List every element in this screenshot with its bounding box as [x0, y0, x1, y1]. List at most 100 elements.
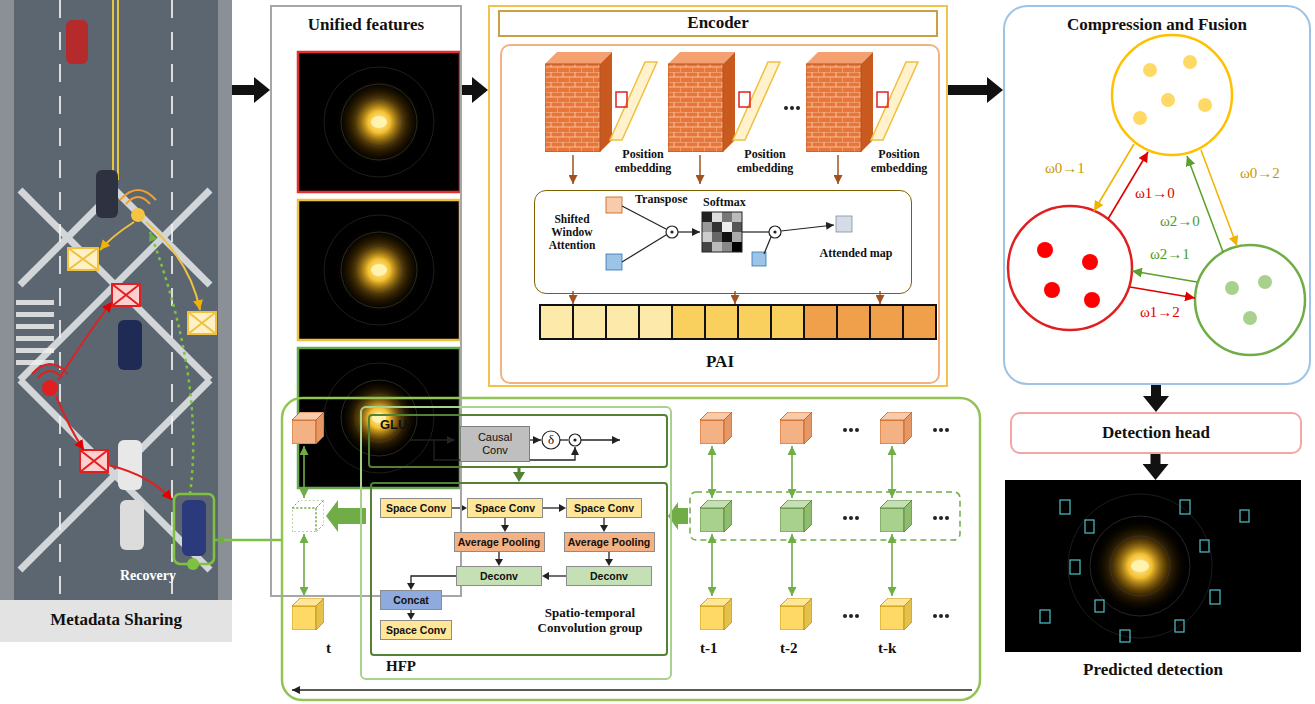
road-scene	[188, 312, 216, 334]
time-label: t-k	[878, 640, 896, 657]
encoder-graphics	[739, 92, 750, 107]
hfp-graphics	[855, 516, 859, 520]
causal-conv-box: Causal Conv	[460, 426, 530, 462]
encoder-graphics	[545, 52, 612, 152]
encoder-graphics	[806, 52, 873, 152]
road-scene	[16, 348, 54, 353]
fusion-graph	[1183, 55, 1197, 69]
encoder-graphics	[837, 305, 870, 339]
feature-maps	[341, 84, 417, 160]
node-text: Space Conv	[386, 624, 446, 636]
node-text: GLU	[380, 418, 407, 433]
attention-box: Shifted Window AttentionTransposeSoftmax…	[534, 190, 912, 294]
weight-label: ω2→0	[1160, 213, 1200, 230]
encoder-graphics	[616, 92, 627, 107]
road-scene	[112, 284, 140, 306]
encoder-graphics	[705, 305, 738, 339]
encoder-graphics	[622, 206, 666, 229]
node-text: Compression and Fusion	[1005, 15, 1309, 35]
hfp-graphics	[780, 598, 812, 630]
hfp-graphics	[891, 534, 893, 596]
fusion-graph	[1130, 287, 1195, 298]
conv-box: Space Conv	[566, 498, 642, 518]
encoder-graphics	[781, 225, 834, 231]
hfp-graphics	[945, 428, 949, 432]
conv-box: Deconv	[456, 566, 542, 586]
encoder-graphics	[877, 92, 888, 107]
node-text: Space Conv	[574, 502, 634, 514]
hfp-graphics	[292, 412, 324, 444]
encoder-graphics	[879, 291, 881, 304]
road-scene	[120, 500, 144, 550]
hfp-graphics	[303, 534, 305, 596]
encoder-graphics	[573, 305, 606, 339]
hfp-graphics	[843, 614, 847, 618]
encoder-graphics	[699, 155, 701, 184]
hfp-graphics	[939, 614, 943, 618]
detection-map	[1180, 500, 1190, 514]
time-label: t	[326, 640, 331, 657]
road-scene	[112, 284, 140, 306]
encoder-graphics	[670, 230, 673, 233]
feature-maps	[341, 380, 417, 456]
node-text: Space Conv	[386, 502, 446, 514]
detection-map	[1005, 480, 1301, 652]
detection-map	[1175, 620, 1184, 632]
connector	[518, 468, 521, 472]
encoder-graphics	[712, 212, 722, 222]
encoder-graphics	[722, 212, 732, 222]
hfp-graphics	[292, 689, 972, 691]
feature-maps	[324, 215, 434, 325]
encoder-graphics	[672, 305, 705, 339]
road-scene	[20, 190, 210, 570]
detection-map	[1085, 520, 1094, 533]
feature-maps	[324, 67, 434, 177]
weight-label: ω0→1	[1045, 160, 1085, 177]
encoder-graphics	[732, 232, 742, 242]
road-scene	[16, 300, 54, 305]
node-text: Attended map	[819, 247, 893, 261]
hfp-graphics	[939, 428, 943, 432]
hfp-graphics	[292, 500, 324, 532]
encoder-graphics	[837, 155, 839, 184]
conv-box: Deconv	[566, 566, 652, 586]
encoder-graphics	[622, 235, 666, 262]
encoder-graphics	[606, 305, 639, 339]
road-scene	[120, 190, 156, 204]
detection-map	[1200, 540, 1209, 552]
encoder-graphics	[722, 242, 732, 252]
encoder-graphics	[702, 212, 712, 222]
scene-panel: Metadata Sharing	[0, 0, 232, 642]
weight-label: ω2→1	[1150, 246, 1190, 263]
connector	[603, 518, 604, 525]
time-label: t-1	[700, 640, 718, 657]
encoder-graphics	[903, 305, 936, 339]
road-scene	[108, 465, 172, 500]
weight-label: ω1→2	[1140, 304, 1180, 321]
detection-map	[1090, 516, 1190, 616]
encoder-graphics	[804, 305, 837, 339]
road-scene	[68, 248, 98, 270]
hfp-graphics	[843, 428, 847, 432]
connector	[1151, 454, 1161, 464]
encoder-graphics	[871, 62, 918, 140]
node-text: Shifted Window Attention	[537, 213, 607, 253]
hfp-graphics	[560, 439, 568, 440]
connector	[1151, 385, 1161, 396]
node-text: Metadata Sharing	[0, 610, 232, 630]
encoder-graphics	[678, 231, 700, 232]
road-scene	[150, 232, 193, 494]
feature-maps	[339, 378, 419, 458]
connector	[462, 85, 472, 95]
connector	[232, 85, 254, 95]
detection-map	[1040, 500, 1249, 642]
detection-map	[1131, 560, 1149, 572]
fusion-graph	[1133, 55, 1212, 125]
fusion-graph	[1112, 35, 1232, 155]
encoder-graphics	[752, 252, 766, 266]
encoder-graphics	[702, 222, 712, 232]
node-text: Average Pooling	[458, 536, 540, 548]
feature-maps	[355, 98, 403, 146]
encoder-graphics	[666, 226, 678, 238]
encoder-graphics	[540, 305, 936, 339]
